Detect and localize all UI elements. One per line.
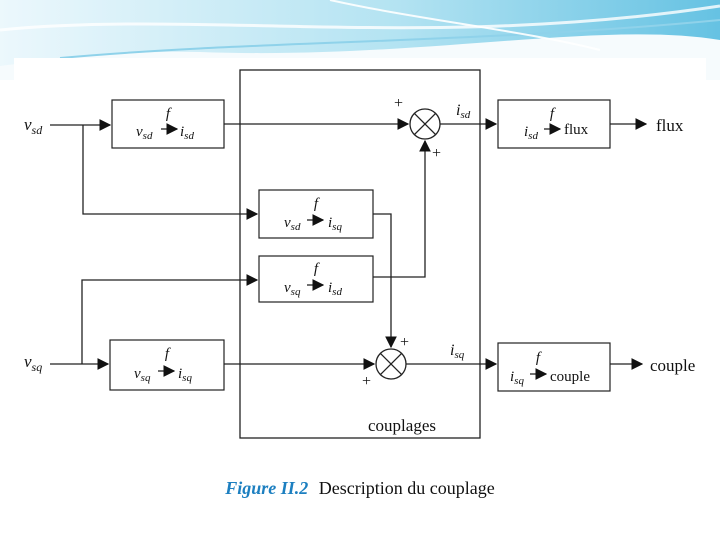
- svg-text:isq: isq: [328, 215, 342, 233]
- figure-caption: Figure II.2 Description du couplage: [0, 478, 720, 499]
- svg-text:vsq: vsq: [284, 280, 301, 298]
- summing-junction-top: [409, 108, 441, 140]
- svg-text:isd: isd: [524, 124, 538, 142]
- svg-text:vsq: vsq: [134, 366, 151, 384]
- svg-text:f: f: [165, 346, 171, 362]
- transfer-block-vsd-isd: f vsd isd: [111, 99, 225, 149]
- transfer-block-vsd-isq: f vsd isq: [258, 189, 374, 239]
- svg-text:f: f: [166, 106, 172, 122]
- figure-number: Figure II.2: [225, 478, 309, 498]
- svg-text:isq: isq: [178, 366, 192, 384]
- svg-text:flux: flux: [564, 122, 589, 138]
- signal-isq: isq: [450, 342, 465, 361]
- svg-text:f: f: [550, 106, 556, 122]
- svg-text:isd: isd: [328, 280, 342, 298]
- signal-isd: isd: [456, 102, 471, 121]
- plus-sign: +: [432, 145, 441, 162]
- plus-sign: +: [400, 334, 409, 351]
- couplage-label: couplages: [368, 416, 436, 435]
- svg-text:isq: isq: [510, 369, 524, 387]
- svg-text:couple: couple: [550, 369, 590, 385]
- transfer-block-vsq-isq: f vsq isq: [109, 339, 225, 391]
- connection-lines: [50, 118, 648, 370]
- plus-sign: +: [394, 95, 403, 112]
- plus-sign: +: [362, 373, 371, 390]
- transfer-block-isq-couple: f isq couple: [497, 342, 611, 392]
- svg-text:f: f: [314, 261, 320, 277]
- svg-text:vsd: vsd: [284, 215, 301, 233]
- input-vsd: vsd: [24, 115, 43, 137]
- transfer-block-vsq-isd: f vsq isd: [258, 255, 374, 303]
- svg-text:f: f: [536, 350, 542, 366]
- transfer-block-isd-flux: f isd flux: [497, 99, 611, 149]
- figure-title: Description du couplage: [318, 478, 495, 498]
- svg-text:vsd: vsd: [136, 124, 153, 142]
- summing-junction-bottom: [375, 348, 407, 380]
- output-flux: flux: [656, 116, 684, 135]
- coupling-region: [239, 69, 481, 439]
- svg-text:f: f: [314, 196, 320, 212]
- output-couple: couple: [650, 356, 695, 375]
- svg-text:isd: isd: [180, 124, 194, 142]
- input-vsq: vsq: [24, 352, 42, 374]
